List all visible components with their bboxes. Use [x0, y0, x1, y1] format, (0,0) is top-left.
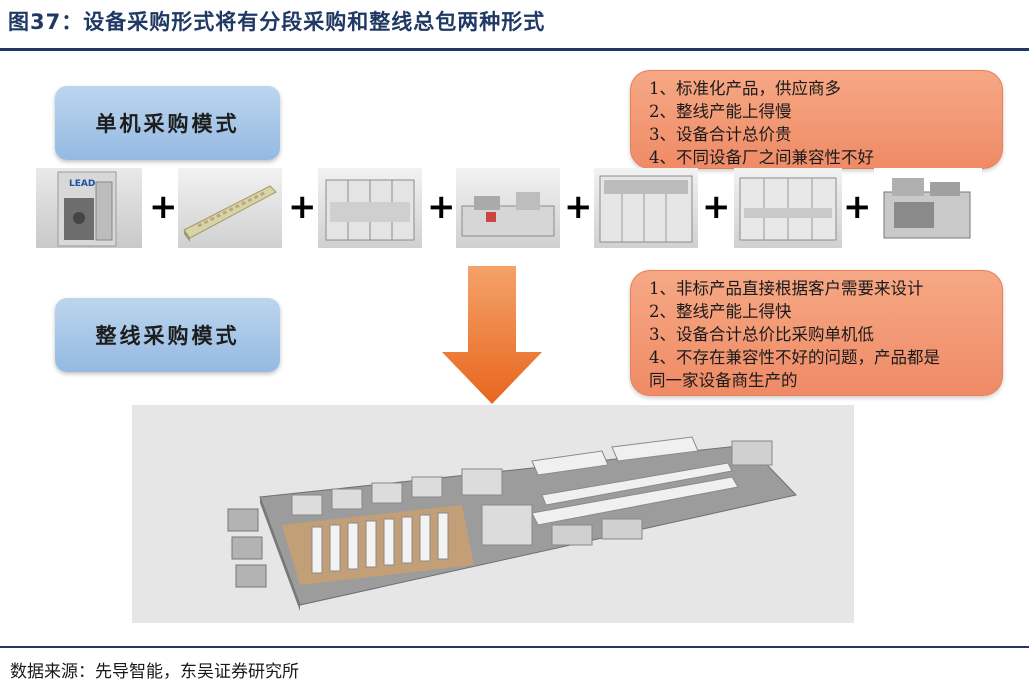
footer-divider [0, 646, 1029, 648]
source-note: 数据来源：先导智能，东吴证券研究所 [10, 662, 299, 682]
title-divider [0, 48, 1029, 51]
note-line: 2、整线产能上得快 [649, 302, 792, 321]
page-title: 图37：设备采购形式将有分段采购和整线总包两种形式 [8, 10, 546, 34]
machine-photo-cabinet-1 [318, 168, 422, 248]
machine-photo-conveyor [178, 168, 282, 248]
packaging-machine-icon [883, 178, 971, 239]
whole-line-mode-box: 整线采购模式 [55, 298, 280, 372]
machine-photo-cabinet-2 [594, 168, 698, 248]
cabinet-machine-icon [599, 175, 693, 243]
plus-sign: + [149, 187, 178, 227]
machine-photo-winder: LEAD [36, 168, 142, 248]
machine-photo-packaging [874, 168, 982, 248]
note-line: 2、整线产能上得慢 [649, 102, 792, 121]
down-arrow-icon [442, 266, 542, 404]
note-line: 3、设备合计总价比采购单机低 [649, 325, 874, 344]
machine-photo-cabinet-3 [734, 168, 842, 248]
plus-sign: + [288, 187, 317, 227]
note-line: 1、标准化产品，供应商多 [649, 79, 841, 98]
machine-photo-assembly [456, 168, 560, 248]
note-line: 3、设备合计总价贵 [649, 125, 792, 144]
note-line: 同一家设备商生产的 [649, 371, 798, 390]
winder-machine-icon: LEAD [57, 171, 117, 247]
single-machine-mode-label: 单机采购模式 [95, 111, 240, 136]
plus-sign: + [702, 187, 731, 227]
single-machine-notes: 1、标准化产品，供应商多 2、整线产能上得慢 3、设备合计总价贵 4、不同设备厂… [630, 70, 1003, 169]
note-line: 4、不同设备厂之间兼容性不好 [649, 148, 874, 167]
whole-line-mode-label: 整线采购模式 [95, 323, 240, 348]
plus-sign: + [564, 187, 593, 227]
assembly-machine-icon [461, 192, 555, 237]
plus-sign: + [427, 187, 456, 227]
factory-floor-plan [132, 405, 854, 623]
cabinet-machine-icon [739, 177, 837, 241]
plus-sign: + [843, 187, 872, 227]
note-line: 1、非标产品直接根据客户需要来设计 [649, 279, 924, 298]
factory-layout-image [132, 405, 854, 623]
whole-line-notes: 1、非标产品直接根据客户需要来设计 2、整线产能上得快 3、设备合计总价比采购单… [630, 270, 1003, 396]
single-machine-mode-box: 单机采购模式 [55, 86, 280, 160]
cabinet-machine-icon [325, 179, 415, 241]
machine-logo: LEAD [69, 179, 95, 189]
conveyor-machine-icon [183, 185, 277, 242]
note-line: 4、不存在兼容性不好的问题，产品都是 [649, 348, 940, 367]
